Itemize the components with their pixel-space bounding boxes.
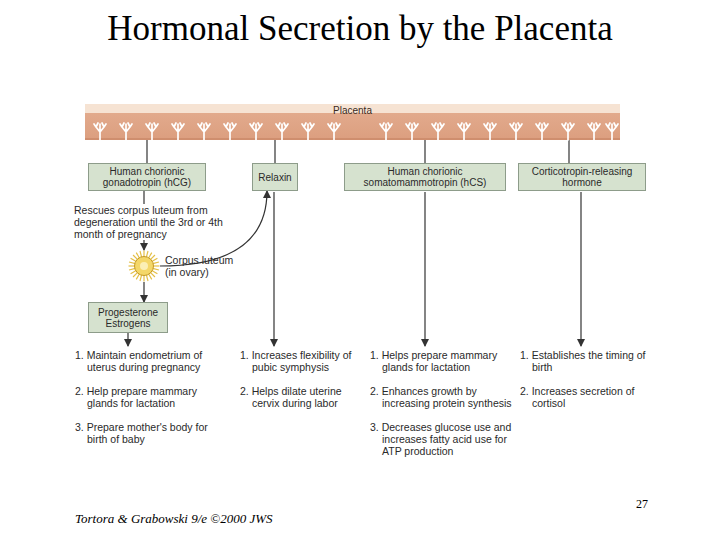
corpus-luteum-core (140, 262, 148, 270)
effect-item: 3. Decreases glucose use and increases f… (370, 421, 520, 457)
hormone-box: Progesterone Estrogens (88, 302, 168, 333)
effect-item: 2. Helps dilate uterine cervix during la… (240, 385, 352, 409)
band-label: Placenta (85, 105, 620, 116)
effect-item: 1. Maintain endometrium of uterus during… (75, 349, 227, 373)
box-label: Progesterone Estrogens (92, 307, 164, 329)
effect-item: 2. Help prepare mammary glands for lacta… (75, 385, 227, 409)
hormone-box: Human chorionic somatomammotropin (hCS) (344, 163, 506, 191)
effect-item: 1. Establishes the timing of birth (520, 349, 648, 373)
organ-label: Corpus luteum (in ovary) (165, 254, 243, 278)
effect-item: 3. Prepare mother's body for birth of ba… (75, 421, 227, 445)
connector-arrow (146, 140, 147, 163)
placenta-band: Placenta (85, 104, 620, 140)
connector-arrow (274, 140, 275, 163)
hormone-box: Corticotropin-releasing hormone (518, 163, 646, 191)
edge-label: Rescues corpus luteum from degeneration … (74, 204, 226, 240)
source-credit: Tortora & Grabowski 9/e ©2000 JWS (75, 511, 395, 526)
corpus-luteum-shape (128, 250, 160, 282)
box-label: Corticotropin-releasing hormone (522, 166, 642, 188)
box-label: Human chorionic somatomammotropin (hCS) (348, 166, 502, 188)
leader-arrow (273, 192, 274, 346)
box-label: Relaxin (258, 172, 291, 183)
slide-title: Hormonal Secretion by the Placenta (0, 8, 720, 50)
leader-arrow (127, 333, 128, 346)
leader-arrow (580, 192, 581, 346)
corpus-luteum-body (135, 257, 154, 276)
page-number: 27 (636, 497, 676, 512)
leader-arrow (424, 192, 425, 346)
effect-item: 1. Increases flexibility of pubic symphy… (240, 349, 352, 373)
effect-item: 1. Helps prepare mammary glands for lact… (370, 349, 520, 373)
connector-arrow (424, 140, 425, 163)
corpus-luteum: Corpus luteum (in ovary) (128, 250, 160, 282)
effect-item: 2. Increases secretion of cortisol (520, 385, 648, 409)
hormone-box: Human chorionic gonadotropin (hCG) (88, 163, 206, 191)
box-label: Human chorionic gonadotropin (hCG) (92, 166, 202, 188)
effect-item: 2. Enhances growth by increasing protein… (370, 385, 520, 409)
hormone-box: Relaxin (252, 163, 298, 191)
connector-arrow (568, 140, 569, 163)
connector-arrow (143, 282, 144, 302)
